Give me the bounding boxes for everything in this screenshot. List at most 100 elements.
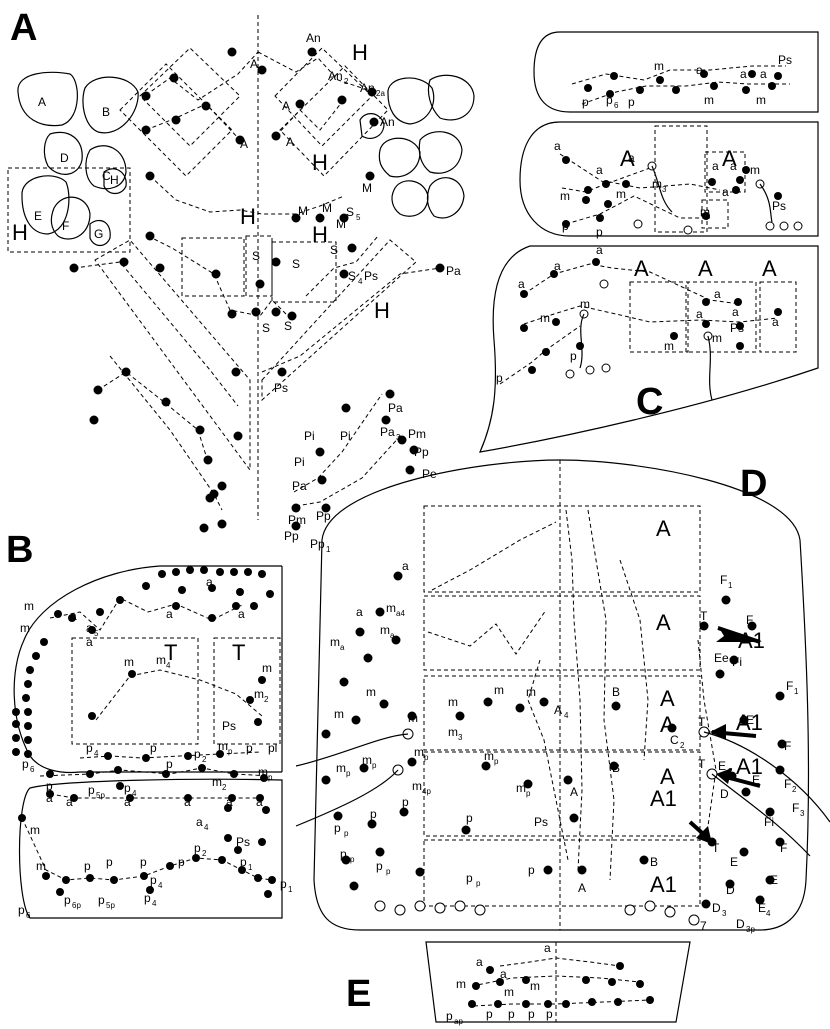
svg-text:4: 4 [564, 711, 569, 720]
svg-text:m: m [448, 725, 458, 739]
region-right-2 [427, 74, 475, 121]
svg-text:a: a [46, 791, 53, 805]
region-c-left [85, 145, 127, 190]
svg-text:p: p [370, 807, 377, 821]
svg-text:p: p [150, 741, 157, 755]
setae-a [69, 47, 445, 533]
svg-text:p: p [144, 891, 151, 905]
svg-text:p: p [424, 753, 429, 762]
svg-text:Ps: Ps [364, 269, 378, 283]
svg-text:D: D [720, 787, 729, 801]
svg-text:5: 5 [94, 629, 99, 638]
svg-text:m: m [212, 775, 222, 789]
svg-text:p: p [402, 795, 409, 809]
svg-text:p: p [596, 225, 603, 239]
svg-text:a: a [628, 151, 635, 165]
svg-text:p: p [64, 893, 71, 907]
svg-text:p: p [528, 1007, 535, 1021]
region-right-6 [426, 177, 465, 219]
svg-text:a: a [70, 609, 77, 623]
svg-text:m: m [654, 59, 664, 73]
svg-text:p: p [268, 773, 273, 782]
svg-text:Fi: Fi [732, 655, 742, 669]
svg-text:A: A [660, 764, 675, 789]
svg-text:a: a [696, 63, 703, 77]
svg-text:p: p [494, 757, 499, 766]
svg-text:S: S [348, 269, 356, 283]
svg-text:p: p [346, 769, 351, 778]
svg-text:m: m [756, 93, 766, 107]
box-right-diag [261, 239, 417, 402]
region-d-left [43, 131, 83, 175]
svg-text:p: p [18, 903, 25, 917]
svg-text:A1: A1 [736, 754, 763, 779]
svg-text:p: p [178, 855, 185, 869]
svg-text:m: m [664, 339, 674, 353]
svg-text:D: D [60, 151, 69, 165]
svg-text:m: m [334, 707, 344, 721]
svg-text:H: H [240, 204, 256, 229]
svg-text:p: p [194, 841, 201, 855]
svg-text:m: m [530, 979, 540, 993]
svg-text:6p: 6p [72, 901, 81, 910]
svg-text:T: T [700, 609, 708, 623]
svg-text:p: p [46, 779, 53, 793]
svg-text:F: F [62, 219, 69, 233]
panel-letter-d: D [740, 463, 767, 505]
box-s [271, 241, 337, 303]
svg-text:4: 4 [358, 277, 363, 286]
svg-text:m: m [540, 311, 550, 325]
svg-text:S: S [252, 249, 260, 263]
svg-text:a: a [596, 163, 603, 177]
c-top-shape [533, 31, 819, 113]
svg-text:p: p [606, 93, 613, 107]
svg-text:p: p [466, 871, 473, 885]
svg-text:m: m [24, 599, 34, 613]
region-right-7 [359, 113, 385, 139]
svg-text:T: T [232, 640, 245, 665]
region-right-3 [378, 137, 421, 178]
svg-text:m: m [262, 661, 272, 675]
svg-text:p: p [246, 741, 253, 755]
svg-text:a: a [86, 635, 93, 649]
region-right-1 [387, 77, 435, 125]
arrow-icon [716, 768, 732, 784]
svg-text:p: p [86, 741, 93, 755]
svg-text:p: p [570, 349, 577, 363]
svg-text:E: E [34, 209, 42, 223]
svg-text:Pa: Pa [388, 401, 403, 415]
svg-text:A: A [722, 146, 737, 171]
svg-text:2: 2 [222, 783, 227, 792]
svg-text:H: H [110, 173, 119, 187]
svg-text:p: p [350, 855, 355, 864]
svg-text:m: m [652, 177, 662, 191]
svg-text:a: a [476, 955, 483, 969]
svg-text:3: 3 [722, 909, 727, 918]
svg-text:H: H [352, 40, 368, 65]
svg-text:B: B [650, 855, 658, 869]
svg-text:S: S [284, 319, 292, 333]
svg-text:m: m [258, 765, 268, 779]
svg-text:p: p [280, 877, 287, 891]
svg-text:E: E [758, 901, 766, 915]
svg-text:a: a [760, 67, 767, 81]
svg-text:6: 6 [614, 101, 619, 110]
region-right-4 [418, 131, 463, 174]
svg-text:p: p [386, 867, 391, 876]
svg-text:A: A [656, 610, 671, 635]
svg-text:F: F [784, 739, 791, 753]
svg-text:p: p [528, 863, 535, 877]
svg-text:a: a [712, 159, 719, 173]
setae-e [468, 962, 654, 1008]
svg-text:A: A [578, 881, 586, 895]
svg-text:2: 2 [680, 741, 685, 750]
b-bottom-shape [18, 778, 283, 919]
svg-text:m: m [30, 823, 40, 837]
svg-text:D: D [726, 883, 735, 897]
panel-letter-e: E [346, 973, 371, 1015]
svg-text:ap: ap [454, 1017, 463, 1026]
svg-text:a: a [732, 305, 739, 319]
svg-text:Ps: Ps [534, 815, 548, 829]
svg-text:5p: 5p [106, 901, 115, 910]
svg-text:1: 1 [728, 581, 733, 590]
